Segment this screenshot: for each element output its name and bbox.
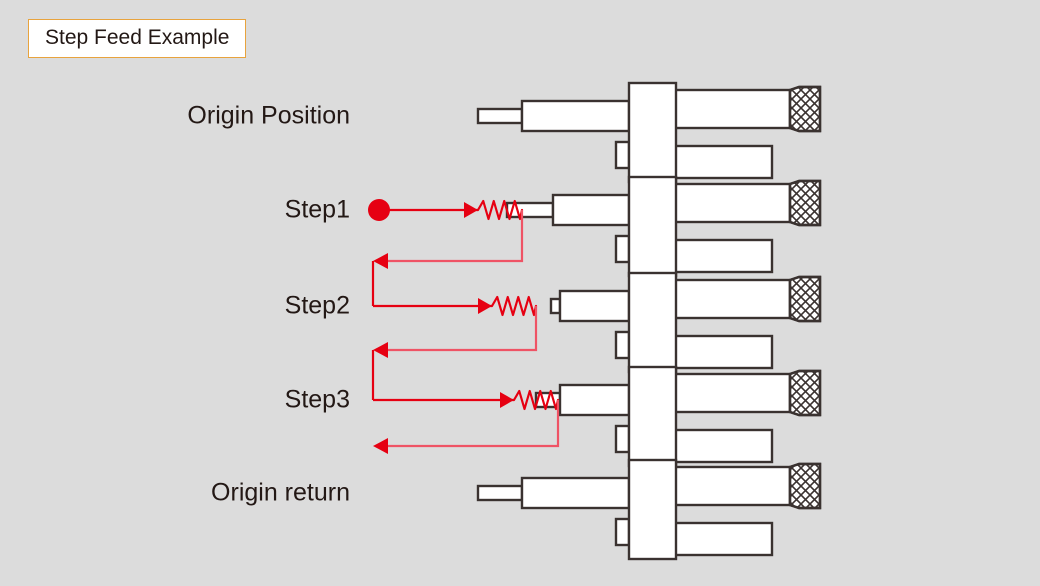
barrel — [551, 193, 631, 227]
spindle-tip — [476, 484, 524, 502]
row-label-origin-return: Origin return — [211, 478, 350, 507]
spring-symbol — [512, 389, 560, 411]
feed-arrow-step1 — [368, 199, 524, 306]
knurl-hatch-fill — [788, 462, 822, 510]
feed-arrow-step2 — [371, 295, 538, 400]
arrowhead-left — [373, 438, 388, 454]
lower-block — [668, 521, 774, 557]
knurl-hatch-fill — [788, 85, 822, 133]
device-origin-return — [476, 458, 822, 561]
flange-nub — [614, 234, 631, 264]
barrel — [558, 383, 631, 417]
page-title: Step Feed Example — [28, 19, 247, 58]
spring-symbol — [490, 295, 538, 317]
flange-nub — [614, 424, 631, 454]
arrowhead-right — [464, 202, 478, 218]
main-body — [668, 372, 792, 414]
flange-block — [627, 81, 678, 184]
start-dot — [368, 199, 390, 221]
return-path — [386, 400, 560, 448]
flange-block — [627, 458, 678, 561]
knurl-hatch-fill — [788, 369, 822, 417]
device-step1 — [505, 175, 822, 278]
row-label-step2: Step2 — [284, 291, 350, 320]
device-origin-position — [476, 81, 822, 184]
main-body — [668, 465, 792, 507]
barrel — [520, 476, 631, 510]
main-body — [668, 182, 792, 224]
flange-nub — [614, 330, 631, 360]
row-label-origin-position: Origin Position — [187, 101, 350, 130]
row-label-step3: Step3 — [284, 385, 350, 414]
row-label-step1: Step1 — [284, 195, 350, 224]
flange-nub — [614, 140, 631, 170]
flange-block — [627, 365, 678, 468]
lower-block — [668, 428, 774, 464]
lower-block — [668, 238, 774, 274]
flange-block — [627, 175, 678, 278]
feed-arrow-step3 — [373, 389, 560, 454]
knurl-hatch-fill — [788, 179, 822, 227]
arrowhead-right — [500, 392, 514, 408]
arrowhead-left — [373, 253, 388, 269]
main-body — [668, 88, 792, 130]
barrel — [520, 99, 631, 133]
arrowhead-left — [373, 342, 388, 358]
return-path — [386, 306, 538, 352]
device-step2 — [549, 271, 822, 374]
return-path — [386, 210, 524, 263]
spindle-tip — [549, 297, 562, 315]
spindle-tip — [476, 107, 524, 125]
device-group — [476, 81, 822, 561]
knurl-hatch-fill — [788, 275, 822, 323]
spring-symbol — [476, 199, 524, 221]
flange-block — [627, 271, 678, 374]
main-body — [668, 278, 792, 320]
barrel — [558, 289, 631, 323]
arrow-group — [368, 199, 560, 454]
lower-block — [668, 334, 774, 370]
flange-nub — [614, 517, 631, 547]
device-step3 — [534, 365, 822, 468]
arrowhead-right — [478, 298, 492, 314]
lower-block — [668, 144, 774, 180]
